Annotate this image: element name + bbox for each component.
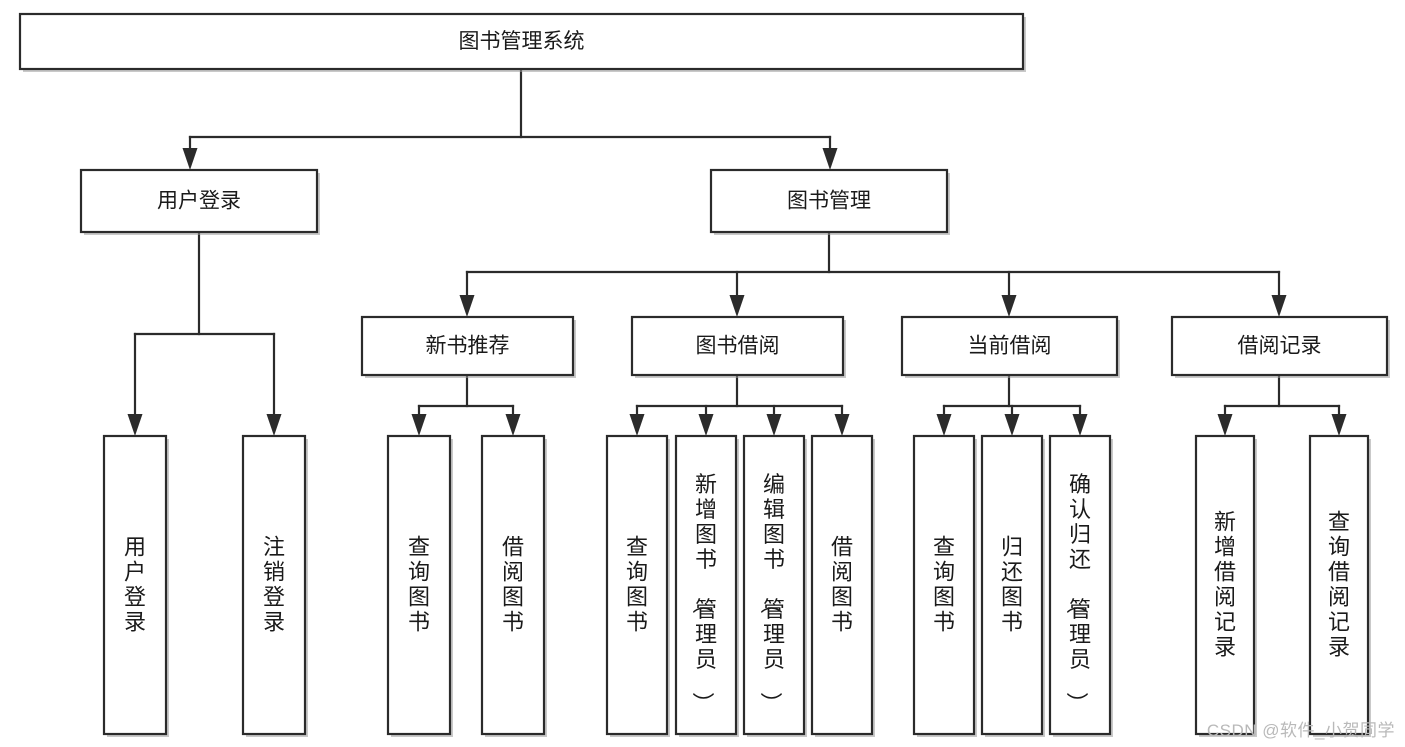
connector-group-new-book-rec bbox=[411, 373, 521, 436]
node-label: 归还图书 bbox=[1001, 535, 1023, 635]
node-label: 用户登录 bbox=[157, 190, 241, 213]
node-box[interactable] bbox=[386, 434, 452, 736]
node-label: 确认归还（管理员） bbox=[1064, 472, 1091, 714]
node-label: 借阅图书 bbox=[502, 535, 524, 635]
node-leaf-add-book[interactable]: 新增图书（管理员） bbox=[674, 434, 739, 737]
node-leaf-confirm-return[interactable]: 确认归还（管理员） bbox=[1048, 434, 1113, 737]
node-box[interactable] bbox=[480, 434, 546, 736]
connector-group-user-login bbox=[127, 230, 282, 436]
node-borrow-record[interactable]: 借阅记录 bbox=[1170, 315, 1390, 378]
node-label: 查询借阅记录 bbox=[1328, 510, 1350, 660]
node-label: 用户登录 bbox=[124, 535, 146, 635]
node-box[interactable] bbox=[742, 434, 806, 736]
node-leaf-logout[interactable]: 注销登录 bbox=[241, 434, 308, 737]
node-box[interactable] bbox=[1170, 315, 1389, 377]
watermark-label: CSDN @软件_小贺同学 bbox=[1206, 721, 1395, 740]
node-layer: 图书管理系统用户登录图书管理新书推荐图书借阅当前借阅借阅记录用户登录注销登录查询… bbox=[18, 12, 1390, 737]
node-label: 新增图书（管理员） bbox=[690, 472, 717, 714]
node-label: 查询图书 bbox=[626, 535, 648, 635]
node-box[interactable] bbox=[79, 168, 319, 234]
node-label: 查询图书 bbox=[933, 535, 955, 635]
node-box[interactable] bbox=[709, 168, 949, 234]
node-box[interactable] bbox=[18, 12, 1025, 71]
node-box[interactable] bbox=[912, 434, 976, 736]
node-box[interactable] bbox=[360, 315, 575, 377]
connector-layer bbox=[127, 67, 1347, 436]
node-box[interactable] bbox=[1308, 434, 1370, 736]
node-label: 图书借阅 bbox=[696, 335, 780, 358]
node-label: 查询图书 bbox=[408, 535, 430, 635]
node-label: 新增借阅记录 bbox=[1214, 510, 1236, 660]
connector-group-book-manage bbox=[459, 230, 1287, 317]
node-box[interactable] bbox=[1048, 434, 1112, 736]
node-new-book-rec[interactable]: 新书推荐 bbox=[360, 315, 576, 378]
node-box[interactable] bbox=[900, 315, 1119, 377]
node-box[interactable] bbox=[102, 434, 168, 736]
node-leaf-query-book-1[interactable]: 查询图书 bbox=[386, 434, 453, 737]
node-leaf-query-record[interactable]: 查询借阅记录 bbox=[1308, 434, 1371, 737]
node-box[interactable] bbox=[605, 434, 669, 736]
node-label: 新书推荐 bbox=[426, 335, 510, 358]
node-box[interactable] bbox=[1194, 434, 1256, 736]
node-leaf-borrow-book-2[interactable]: 借阅图书 bbox=[810, 434, 875, 737]
node-label: 图书管理 bbox=[787, 190, 871, 213]
node-root[interactable]: 图书管理系统 bbox=[18, 12, 1026, 72]
node-box[interactable] bbox=[674, 434, 738, 736]
node-user-login[interactable]: 用户登录 bbox=[79, 168, 320, 235]
node-book-manage[interactable]: 图书管理 bbox=[709, 168, 950, 235]
connector-group-current-borrow bbox=[936, 373, 1088, 436]
node-label: 图书管理系统 bbox=[459, 30, 585, 53]
node-box[interactable] bbox=[241, 434, 307, 736]
node-label: 借阅图书 bbox=[831, 535, 853, 635]
node-leaf-user-login[interactable]: 用户登录 bbox=[102, 434, 169, 737]
node-book-borrow[interactable]: 图书借阅 bbox=[630, 315, 846, 378]
node-leaf-query-book-3[interactable]: 查询图书 bbox=[912, 434, 977, 737]
node-box[interactable] bbox=[630, 315, 845, 377]
connector-group-root bbox=[182, 67, 838, 170]
connector-group-borrow-record bbox=[1217, 373, 1347, 436]
node-box[interactable] bbox=[810, 434, 874, 736]
connector-group-book-borrow bbox=[629, 373, 850, 436]
node-label: 借阅记录 bbox=[1238, 335, 1322, 358]
node-current-borrow[interactable]: 当前借阅 bbox=[900, 315, 1120, 378]
node-leaf-add-record[interactable]: 新增借阅记录 bbox=[1194, 434, 1257, 737]
node-label: 编辑图书（管理员） bbox=[758, 472, 785, 714]
node-box[interactable] bbox=[980, 434, 1044, 736]
node-leaf-query-book-2[interactable]: 查询图书 bbox=[605, 434, 670, 737]
node-label: 注销登录 bbox=[263, 535, 285, 635]
node-leaf-edit-book[interactable]: 编辑图书（管理员） bbox=[742, 434, 807, 737]
node-label: 当前借阅 bbox=[968, 335, 1052, 358]
node-leaf-return-book[interactable]: 归还图书 bbox=[980, 434, 1045, 737]
node-leaf-borrow-book-1[interactable]: 借阅图书 bbox=[480, 434, 547, 737]
